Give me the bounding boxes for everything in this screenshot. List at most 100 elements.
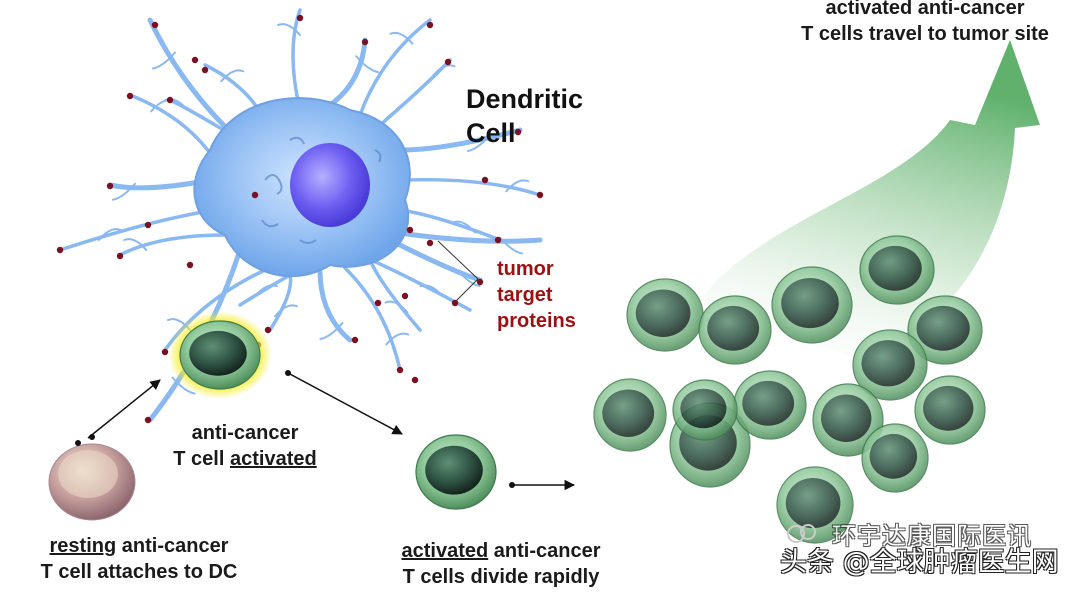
dendrite-branch	[499, 236, 523, 255]
dendrite-branch	[123, 238, 148, 251]
tumor-protein-dot	[494, 236, 502, 244]
divide-label-suffix: anti-cancer	[488, 540, 601, 562]
dendrite	[58, 208, 217, 252]
activated-label-line1: anti-cancer	[191, 422, 299, 444]
tumor-protein-dot	[426, 239, 434, 247]
dendrite	[291, 8, 302, 112]
dendrite	[397, 127, 523, 153]
t-cell-nucleus	[189, 330, 247, 376]
dividing-t-cell	[415, 434, 497, 510]
arrow-activated-dot	[285, 370, 291, 376]
divide-label-underlined: activated	[401, 540, 489, 562]
dendrite	[317, 269, 353, 343]
dendrite-branch	[220, 69, 245, 83]
t-cell-nucleus	[781, 278, 839, 329]
tumor-protein-dot	[411, 376, 419, 384]
activated-t-cell	[179, 320, 261, 390]
t-cell-nucleus	[602, 389, 655, 437]
tumor-protein-dot	[264, 326, 272, 334]
resting-t-cell-label: resting anti-cancer T cell attaches to D…	[14, 533, 264, 585]
tumor-protein-dot	[296, 14, 304, 22]
resting-label-suffix: anti-cancer	[116, 535, 229, 557]
tumor-protein-dot	[201, 66, 209, 74]
tumor-protein-dot	[116, 252, 124, 260]
dendrite	[378, 58, 452, 127]
dendrite-branch	[505, 179, 530, 193]
t-cell-nucleus	[916, 305, 970, 351]
tumor-protein-dot	[426, 21, 434, 29]
tumor-protein-dot	[161, 348, 169, 356]
arrow-resting-dot-2	[89, 434, 95, 440]
cytoplasm-organelles	[261, 136, 382, 244]
t-cell-nucleus	[680, 388, 727, 429]
tumor-protein-dot	[351, 336, 359, 344]
t-cell-nucleus	[425, 445, 483, 495]
dendritic-cell-title: Dendritic Cell	[466, 82, 583, 150]
resting-label-underlined: resting	[49, 535, 117, 557]
tumor-protein-dot	[476, 278, 484, 286]
t-cell-nucleus	[868, 245, 922, 291]
tumor-label-line1: tumor	[497, 258, 554, 280]
t-cell-nucleus	[707, 305, 760, 351]
dendrite	[343, 266, 402, 372]
resting-label-line1: resting anti-cancer	[14, 533, 264, 559]
tumor-protein-dot	[126, 92, 134, 100]
watermark-line1: 环宇达康国际医讯	[832, 522, 1032, 550]
travel-label-line1: activated anti-cancer	[825, 0, 1025, 19]
activated-label-prefix: T cell	[173, 448, 230, 470]
tumor-protein-dot	[56, 246, 64, 254]
t-cell	[672, 379, 738, 441]
t-cell-nucleus	[785, 478, 841, 529]
tumor-protein-dot	[401, 292, 409, 300]
tumor-protein-dot	[514, 128, 522, 136]
dendrite-branch	[355, 55, 380, 74]
dendrite-branch	[384, 300, 409, 314]
tumor-protein-dot	[186, 261, 194, 269]
dendrite-branch	[274, 304, 298, 318]
dendrite-branch	[112, 182, 136, 201]
dendritic-cell-title-line2: Cell	[466, 118, 516, 148]
divide-label-line1: activated anti-cancer	[372, 538, 630, 564]
dendrite-branch	[277, 23, 301, 36]
divide-label-line2: T cells divide rapidly	[402, 566, 600, 588]
tumor-protein-dot	[451, 299, 459, 307]
tumor-protein-dot	[191, 56, 199, 64]
dendrite-branch	[97, 228, 122, 241]
tumor-target-proteins-label: tumor target proteins	[497, 256, 576, 334]
t-cell	[415, 434, 497, 510]
t-cell	[812, 383, 884, 457]
dendrite	[327, 37, 368, 108]
arrow-resting-dot	[75, 440, 81, 446]
t-cell-nucleus	[821, 394, 872, 442]
dendrite-branch	[419, 284, 444, 298]
arrow-divide-dot	[509, 482, 515, 488]
tumor-protein-dot	[144, 221, 152, 229]
dendrite-branch	[319, 322, 344, 340]
tumor-label-line3: proteins	[497, 310, 576, 332]
tumor-protein-dot	[106, 182, 114, 190]
tumor-protein-dot	[481, 176, 489, 184]
dendrite-branch	[456, 269, 481, 287]
t-cell	[179, 320, 261, 390]
t-cell	[771, 266, 853, 344]
t-cell	[733, 370, 807, 440]
watermark-logo-icon	[787, 524, 816, 543]
dendrite-branch	[152, 51, 176, 70]
t-cell	[626, 278, 704, 352]
dendrite-branch	[431, 64, 456, 78]
divide-label: activated anti-cancer T cells divide rap…	[372, 538, 630, 590]
dendrite-branch	[467, 134, 491, 152]
tumor-protein-dot	[444, 58, 452, 66]
tumor-protein-dot	[151, 21, 159, 29]
t-cell	[776, 466, 854, 544]
dendrite-branch	[385, 332, 410, 346]
t-cell-cluster	[593, 235, 986, 544]
t-cell-nucleus	[923, 385, 974, 431]
activated-t-cell-label: anti-cancer T cell activated	[150, 420, 340, 472]
tumor-protein-dot	[251, 191, 259, 199]
activated-label-line2: T cell activated	[150, 446, 340, 472]
tumor-protein-dot	[396, 366, 404, 374]
activated-label-underlined: activated	[229, 448, 317, 470]
t-cell	[593, 378, 667, 452]
